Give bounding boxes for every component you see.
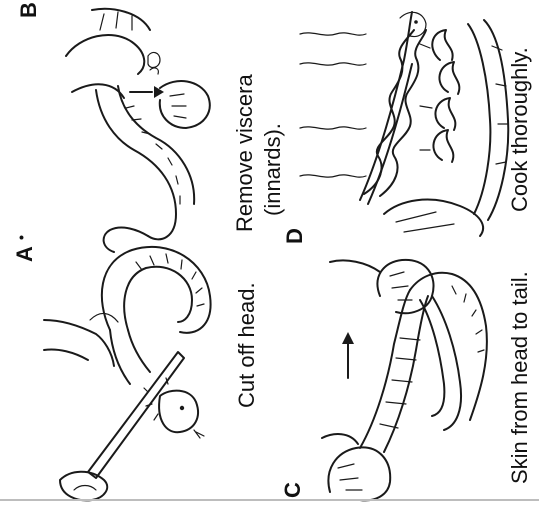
panel-c-caption: Skin from head to tail. bbox=[509, 271, 531, 484]
panel-b-label: B bbox=[18, 2, 40, 18]
panel-a-caption: Cut off head. bbox=[236, 282, 258, 408]
panel-c-drawing bbox=[322, 260, 487, 501]
panel-b-caption-line1: Remove viscera bbox=[234, 74, 256, 232]
panel-c-label: C bbox=[282, 482, 304, 498]
panel-a-dot: • bbox=[14, 235, 28, 240]
panel-d-caption: Cook thoroughly. bbox=[509, 47, 531, 212]
panel-b-drawing bbox=[66, 9, 210, 252]
panel-b-caption-line2: (innards). bbox=[262, 123, 284, 216]
panel-d-drawing bbox=[300, 12, 508, 236]
panel-a-label: A bbox=[14, 246, 36, 262]
panel-a-drawing bbox=[44, 247, 211, 501]
panel-d-label: D bbox=[284, 228, 306, 244]
bottom-rule bbox=[0, 499, 539, 501]
